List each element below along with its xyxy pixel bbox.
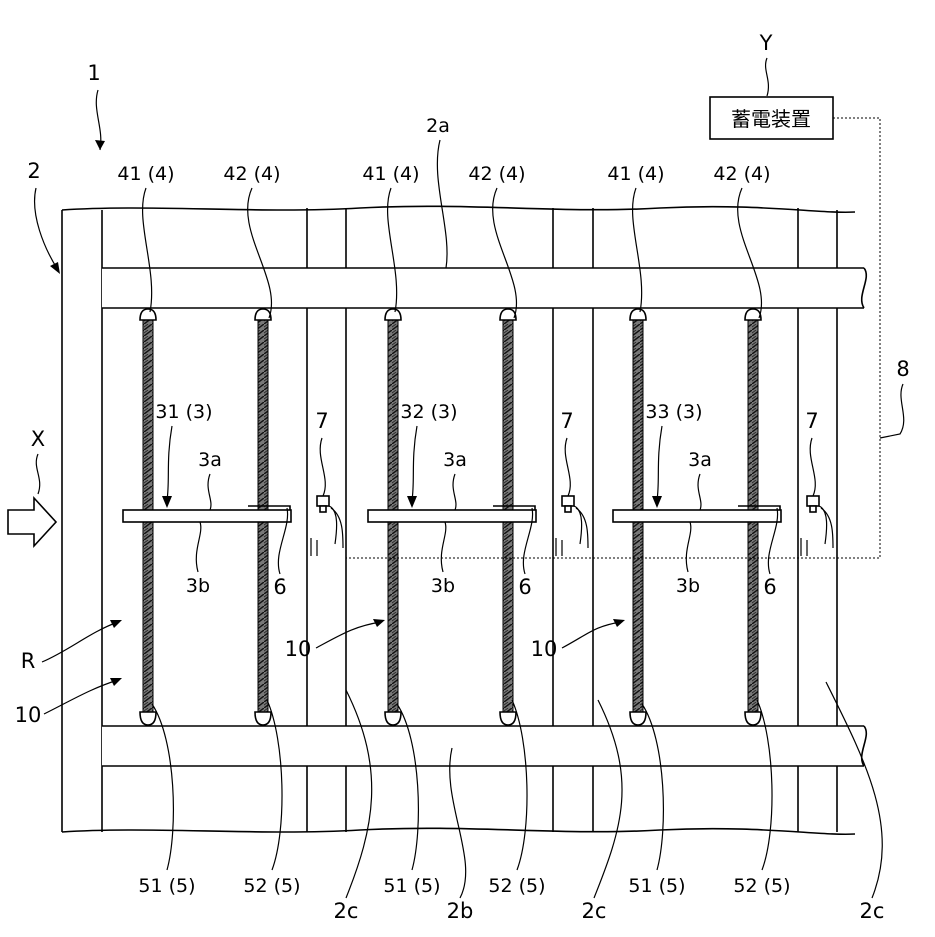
label-10-left: 10 — [15, 703, 42, 727]
label-Y: Y — [759, 31, 773, 55]
label-1: 1 — [87, 61, 100, 85]
label-post: 2c — [860, 899, 885, 923]
leader-line — [453, 474, 456, 510]
break-line-bottom — [62, 828, 855, 834]
label-lower-anchor-b: 52 (5) — [243, 875, 300, 897]
label-upper-anchor-a: 41 (4) — [362, 163, 419, 185]
label-lower-anchor-a: 51 (5) — [383, 875, 440, 897]
label-sensor: 7 — [315, 409, 328, 433]
label-lower-anchor-a: 51 (5) — [628, 875, 685, 897]
upper-anchor-bulb — [140, 309, 156, 320]
label-plate-top: 3a — [443, 449, 467, 471]
plates — [123, 496, 833, 556]
upper-anchor-bulb — [630, 309, 646, 320]
plate — [123, 510, 291, 522]
leader-line — [698, 474, 701, 510]
sensor — [807, 496, 819, 506]
upper-anchor-bulb — [500, 309, 516, 320]
plate — [613, 510, 781, 522]
label-bracket: 6 — [763, 575, 776, 599]
lower-anchor-bulb — [745, 712, 761, 725]
lower-beam-2b — [102, 726, 867, 766]
label-bracket: 6 — [518, 575, 531, 599]
leader-line — [657, 426, 662, 500]
upper-anchor-bulb — [255, 309, 271, 320]
leader-line — [826, 682, 882, 898]
sensor-cable — [801, 538, 807, 556]
leader-arrowhead — [652, 496, 662, 508]
label-sensor: 7 — [560, 409, 573, 433]
sensor — [317, 496, 329, 506]
break-line-top — [62, 206, 855, 212]
lower-anchor-bulb — [140, 712, 156, 725]
sensor — [562, 496, 574, 506]
label-2: 2 — [27, 159, 40, 183]
leader-line — [196, 522, 201, 572]
leader-line — [320, 438, 325, 496]
leader-line — [565, 438, 570, 496]
label-upper-anchor-b: 42 (4) — [468, 163, 525, 185]
label-plate: 33 (3) — [645, 401, 702, 423]
label-R: R — [21, 649, 36, 673]
label-wire-unit: 10 — [285, 637, 312, 661]
label-plate-top: 3a — [688, 449, 712, 471]
leader-line — [412, 426, 417, 500]
label-post: 2c — [582, 899, 607, 923]
sensor-stem — [565, 506, 571, 512]
storage-device: 蓄電装置 — [710, 97, 833, 139]
label-wire-unit: 10 — [531, 637, 558, 661]
upper-anchor-bulb — [745, 309, 761, 320]
leader-line — [450, 748, 466, 898]
label-plate: 31 (3) — [155, 401, 212, 423]
label-8: 8 — [896, 357, 909, 381]
storage-box-label: 蓄電装置 — [731, 107, 811, 131]
label-lower-anchor-b: 52 (5) — [488, 875, 545, 897]
lower-anchor-bulb — [500, 712, 516, 725]
label-sensor: 7 — [805, 409, 818, 433]
sensor-cable — [556, 538, 562, 556]
label-upper-anchor-b: 42 (4) — [713, 163, 770, 185]
leader-arrowhead — [407, 496, 417, 508]
label-2a: 2a — [426, 115, 450, 137]
lower-anchor-bulb — [630, 712, 646, 725]
label-upper-anchor-a: 41 (4) — [117, 163, 174, 185]
label-plate-bottom: 3b — [186, 575, 210, 597]
sensor-cable — [311, 538, 317, 556]
leader-line — [208, 474, 211, 510]
leader-arrowhead — [162, 496, 172, 508]
leader-line — [562, 622, 621, 648]
label-plate-bottom: 3b — [431, 575, 455, 597]
leader-line — [810, 438, 815, 496]
arrow-X — [8, 498, 56, 546]
upper-beam-2a — [102, 268, 867, 308]
label-lower-anchor-b: 52 (5) — [733, 875, 790, 897]
leader-line — [441, 522, 446, 572]
label-plate: 32 (3) — [400, 401, 457, 423]
frame-left-member — [62, 210, 102, 832]
label-plate-bottom: 3b — [676, 575, 700, 597]
lower-anchor-bulb — [385, 712, 401, 725]
upper-anchor-bulb — [385, 309, 401, 320]
leader-line — [167, 426, 172, 500]
label-plate-top: 3a — [198, 449, 222, 471]
sensor-stem — [810, 506, 816, 512]
label-lower-beam: 2b — [447, 899, 474, 923]
sensor-stem — [320, 506, 326, 512]
label-bracket: 6 — [273, 575, 286, 599]
label-lower-anchor-a: 51 (5) — [138, 875, 195, 897]
label-upper-anchor-b: 42 (4) — [223, 163, 280, 185]
label-upper-anchor-a: 41 (4) — [607, 163, 664, 185]
label-X: X — [31, 427, 45, 451]
lower-anchor-bulb — [255, 712, 271, 725]
leader-line — [686, 522, 691, 572]
leader-line — [346, 690, 372, 898]
label-post: 2c — [334, 899, 359, 923]
leader-line — [316, 622, 381, 648]
plate — [368, 510, 536, 522]
